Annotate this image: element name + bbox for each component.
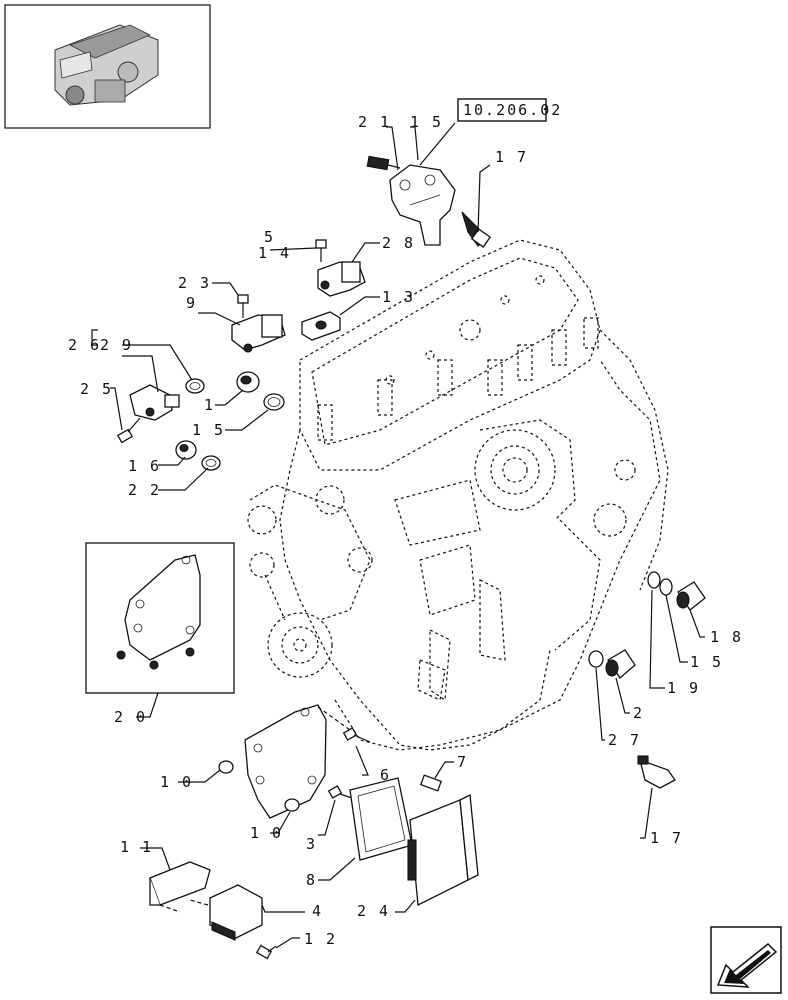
- reference-code: 10.206.02: [463, 101, 562, 119]
- callout-6[interactable]: 6: [380, 766, 391, 784]
- plug-16[interactable]: [175, 440, 197, 460]
- relay-4[interactable]: [209, 884, 263, 941]
- callout-24[interactable]: 2 4: [357, 902, 390, 920]
- plug-2[interactable]: [605, 649, 636, 679]
- o-ring-29[interactable]: [185, 378, 205, 394]
- screw-23[interactable]: [237, 294, 249, 318]
- callout-12[interactable]: 1 2: [304, 930, 337, 948]
- o-ring-22[interactable]: [201, 455, 221, 471]
- callout-25[interactable]: 2 5: [80, 380, 113, 398]
- callout-26[interactable]: 2 6: [68, 336, 101, 354]
- thermostat-housing[interactable]: [389, 164, 456, 246]
- leader-lines: [91, 122, 705, 949]
- callout-labels: 2 1 1 5 1 7 5 1 4 2 8 2 3 9 1 3 2 6 2 9 …: [68, 113, 743, 948]
- ecu-24[interactable]: [407, 793, 479, 907]
- callout-29[interactable]: 2 9: [100, 336, 133, 354]
- spacer-13[interactable]: [301, 311, 341, 341]
- speed-sensor-9[interactable]: [231, 314, 286, 353]
- callout-13[interactable]: 1 3: [382, 288, 415, 306]
- callout-10-lower[interactable]: 1 0: [250, 824, 283, 842]
- callout-17-top[interactable]: 1 7: [495, 148, 528, 166]
- callout-7[interactable]: 7: [457, 753, 468, 771]
- callout-15-top[interactable]: 1 5: [410, 113, 443, 131]
- reference-code-box[interactable]: 10.206.02: [457, 98, 562, 122]
- callout-2[interactable]: 2: [633, 704, 644, 722]
- pressure-sensor-28[interactable]: [317, 261, 366, 297]
- callout-20[interactable]: 2 0: [114, 708, 147, 726]
- ecu-bracket[interactable]: [244, 704, 327, 819]
- o-ring-19[interactable]: [647, 571, 661, 589]
- relay-bracket-11[interactable]: [149, 861, 211, 906]
- sensor-25[interactable]: [129, 384, 180, 421]
- callout-28[interactable]: 2 8: [382, 234, 415, 252]
- screw-12[interactable]: [255, 944, 277, 960]
- o-ring-27[interactable]: [588, 650, 604, 668]
- screw-25[interactable]: [116, 417, 141, 444]
- screw-5[interactable]: [315, 239, 327, 262]
- screw-3[interactable]: [327, 785, 353, 799]
- engine-block: [247, 239, 669, 751]
- callout-18[interactable]: 1 8: [710, 628, 743, 646]
- callout-15-right[interactable]: 1 5: [690, 653, 723, 671]
- callout-9[interactable]: 9: [186, 294, 197, 312]
- temperature-sensor-17-top[interactable]: [461, 211, 492, 248]
- callout-10-upper[interactable]: 1 0: [160, 773, 193, 791]
- callout-1[interactable]: 1: [204, 396, 215, 414]
- engine-thumbnail-icon[interactable]: [4, 4, 211, 129]
- o-ring-15-left[interactable]: [263, 393, 285, 411]
- plug-18[interactable]: [676, 581, 706, 611]
- temperature-sensor-21[interactable]: [366, 155, 401, 171]
- callout-3[interactable]: 3: [306, 835, 317, 853]
- o-ring-15-right[interactable]: [659, 578, 673, 596]
- nut-10-lower[interactable]: [284, 798, 300, 812]
- spacer-7[interactable]: [419, 774, 443, 792]
- nut-10-upper[interactable]: [218, 760, 234, 774]
- screw-6[interactable]: [342, 727, 371, 743]
- callout-19[interactable]: 1 9: [667, 679, 700, 697]
- callout-21[interactable]: 2 1: [358, 113, 391, 131]
- callout-8[interactable]: 8: [306, 871, 317, 889]
- ecu-bracket-box-20[interactable]: [85, 542, 235, 694]
- gasket-8[interactable]: [349, 777, 413, 861]
- plug-1[interactable]: [236, 371, 260, 393]
- callout-15-left[interactable]: 1 5: [192, 421, 225, 439]
- callout-5[interactable]: 5: [264, 228, 275, 246]
- previous-page-arrow-icon[interactable]: [710, 926, 782, 994]
- callout-4[interactable]: 4: [312, 902, 323, 920]
- callout-17-bottom[interactable]: 1 7: [650, 829, 683, 847]
- callout-11[interactable]: 1 1: [120, 838, 153, 856]
- temperature-sensor-17-bottom[interactable]: [637, 755, 676, 789]
- callout-27[interactable]: 2 7: [608, 731, 641, 749]
- callout-23[interactable]: 2 3: [178, 274, 211, 292]
- callout-22[interactable]: 2 2: [128, 481, 161, 499]
- callout-16[interactable]: 1 6: [128, 457, 161, 475]
- callout-14[interactable]: 1 4: [258, 244, 291, 262]
